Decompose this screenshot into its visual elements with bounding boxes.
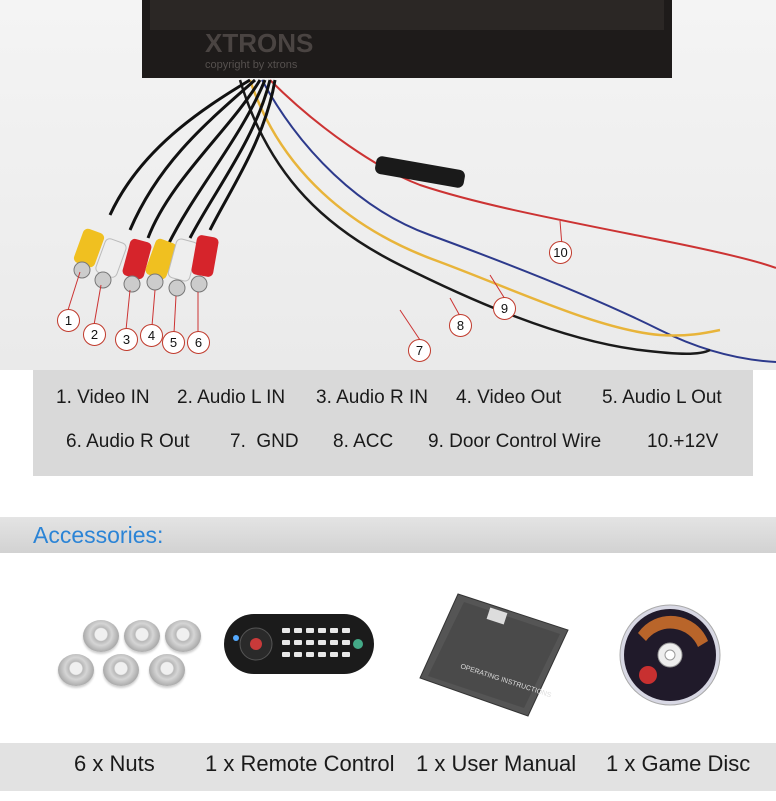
watermark-brand: XTRONS <box>205 28 313 58</box>
rca-plug-video-in <box>73 228 105 279</box>
wire-legend: 1. Video IN 2. Audio L IN 3. Audio R IN … <box>33 370 753 476</box>
legend-item-6: 6. Audio R Out <box>66 431 190 452</box>
callout-7: 7 <box>408 339 431 362</box>
legend-item-8: 8. ACC <box>333 431 394 452</box>
accessories-title: Accessories: <box>33 522 164 548</box>
accessories-photos: OPERATING INSTRUCTIONS <box>0 553 776 743</box>
game-disc-icon <box>619 604 721 706</box>
callout-10: 10 <box>549 241 572 264</box>
cable-harness-photo: XTRONS copyright by xtrons <box>0 0 776 370</box>
accessory-label-manual: 1 x User Manual <box>416 751 577 776</box>
accessory-label-nuts: 6 x Nuts <box>74 751 155 776</box>
callout-5: 5 <box>162 331 185 354</box>
legend-item-9: 9. Door Control Wire <box>428 431 602 452</box>
user-manual-icon: OPERATING INSTRUCTIONS <box>419 593 569 717</box>
rca-plug-audio-r-in <box>122 238 152 293</box>
legend-item-5: 5. Audio L Out <box>602 387 722 408</box>
rca-plug-audio-l-in <box>94 238 127 289</box>
legend-item-10: 10.+12V <box>647 431 719 452</box>
callout-3: 3 <box>115 328 138 351</box>
callout-8: 8 <box>449 314 472 337</box>
remote-control-icon <box>224 614 374 674</box>
rca-plug-audio-r-out <box>190 235 219 293</box>
legend-item-7: 7. GND <box>230 431 299 452</box>
legend-item-3: 3. Audio R IN <box>316 387 428 408</box>
accessory-label-disc: 1 x Game Disc <box>606 751 751 776</box>
accessories-labels: 6 x Nuts 1 x Remote Control 1 x User Man… <box>0 743 776 791</box>
callout-2: 2 <box>83 323 106 346</box>
fuse-holder <box>375 156 465 188</box>
callout-4: 4 <box>140 324 163 347</box>
accessories-header: Accessories: <box>0 517 776 553</box>
legend-item-1: 1. Video IN <box>56 387 150 408</box>
legend-item-2: 2. Audio L IN <box>177 387 286 408</box>
legend-item-4: 4. Video Out <box>456 387 562 408</box>
accessory-label-remote: 1 x Remote Control <box>205 751 395 776</box>
callout-1: 1 <box>57 309 80 332</box>
watermark-copyright: copyright by xtrons <box>205 59 298 71</box>
wire-diagram: XTRONS copyright by xtrons <box>67 0 776 363</box>
callout-6: 6 <box>187 331 210 354</box>
callout-9: 9 <box>493 297 516 320</box>
